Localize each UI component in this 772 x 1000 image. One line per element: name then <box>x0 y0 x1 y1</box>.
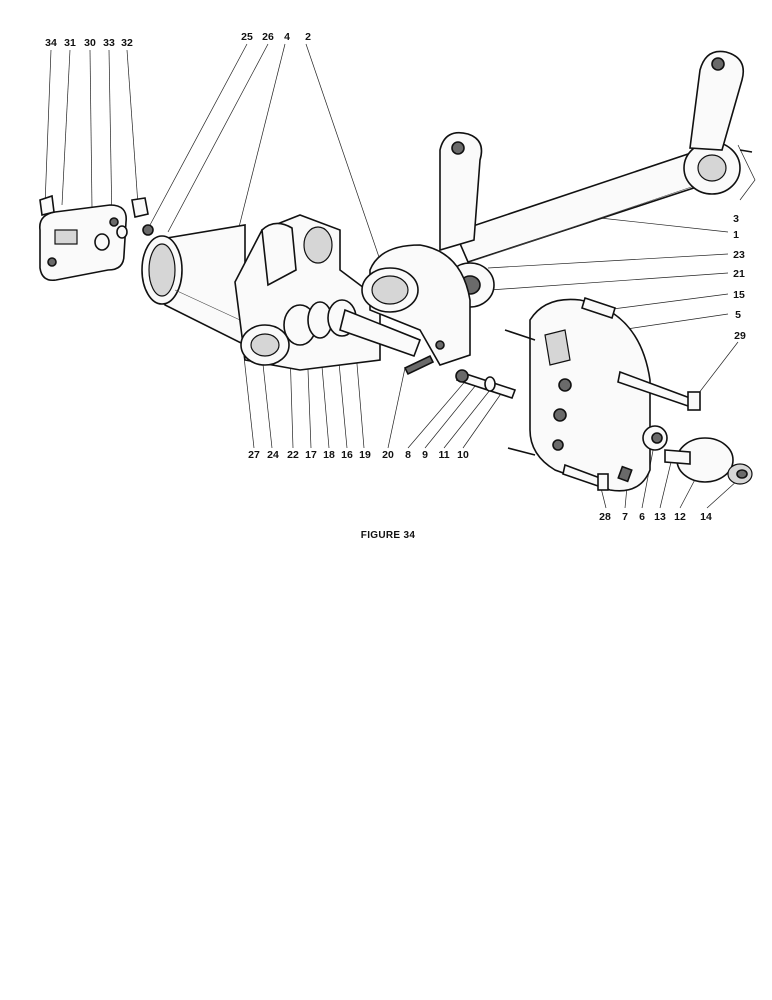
callout-31: 31 <box>64 37 76 49</box>
callout-29: 29 <box>734 330 746 342</box>
callout-8: 8 <box>405 449 411 461</box>
cover-housing-right <box>504 296 701 492</box>
callout-26: 26 <box>262 31 274 43</box>
figure-caption: FIGURE 34 <box>361 530 416 541</box>
callout-30: 30 <box>84 37 96 49</box>
callout-6: 6 <box>639 511 645 523</box>
end-plate-parts <box>38 194 154 282</box>
callout-20: 20 <box>382 449 394 461</box>
callout-9: 9 <box>422 449 428 461</box>
callout-4: 4 <box>284 31 290 43</box>
callout-17: 17 <box>305 449 317 461</box>
callout-11: 11 <box>438 449 449 461</box>
callout-22: 22 <box>287 449 299 461</box>
callout-5: 5 <box>735 309 741 321</box>
callout-33: 33 <box>103 37 115 49</box>
callout-18: 18 <box>323 449 335 461</box>
callout-27: 27 <box>248 449 260 461</box>
callout-32: 32 <box>121 37 133 49</box>
callout-16: 16 <box>341 449 353 461</box>
main-housing-left <box>141 214 471 376</box>
callout-28: 28 <box>599 511 611 523</box>
callout-3: 3 <box>733 213 739 225</box>
callout-34: 34 <box>45 37 57 49</box>
callout-numbers: 34 31 30 33 32 25 26 4 2 3 1 23 21 15 5 … <box>45 31 746 523</box>
callout-14: 14 <box>700 511 712 523</box>
callout-10: 10 <box>457 449 469 461</box>
adjuster-screws <box>455 369 517 399</box>
callout-25: 25 <box>241 31 253 43</box>
callout-19: 19 <box>359 449 371 461</box>
callout-23: 23 <box>733 249 745 261</box>
callout-2: 2 <box>305 31 311 43</box>
callout-7: 7 <box>622 511 628 523</box>
ball-joint <box>664 437 753 485</box>
callout-15: 15 <box>733 289 745 301</box>
callout-21: 21 <box>733 268 745 280</box>
callout-12: 12 <box>674 511 686 523</box>
callout-1: 1 <box>733 229 739 241</box>
callout-13: 13 <box>654 511 666 523</box>
callout-24: 24 <box>267 449 279 461</box>
cross-shaft-and-levers <box>427 50 753 308</box>
